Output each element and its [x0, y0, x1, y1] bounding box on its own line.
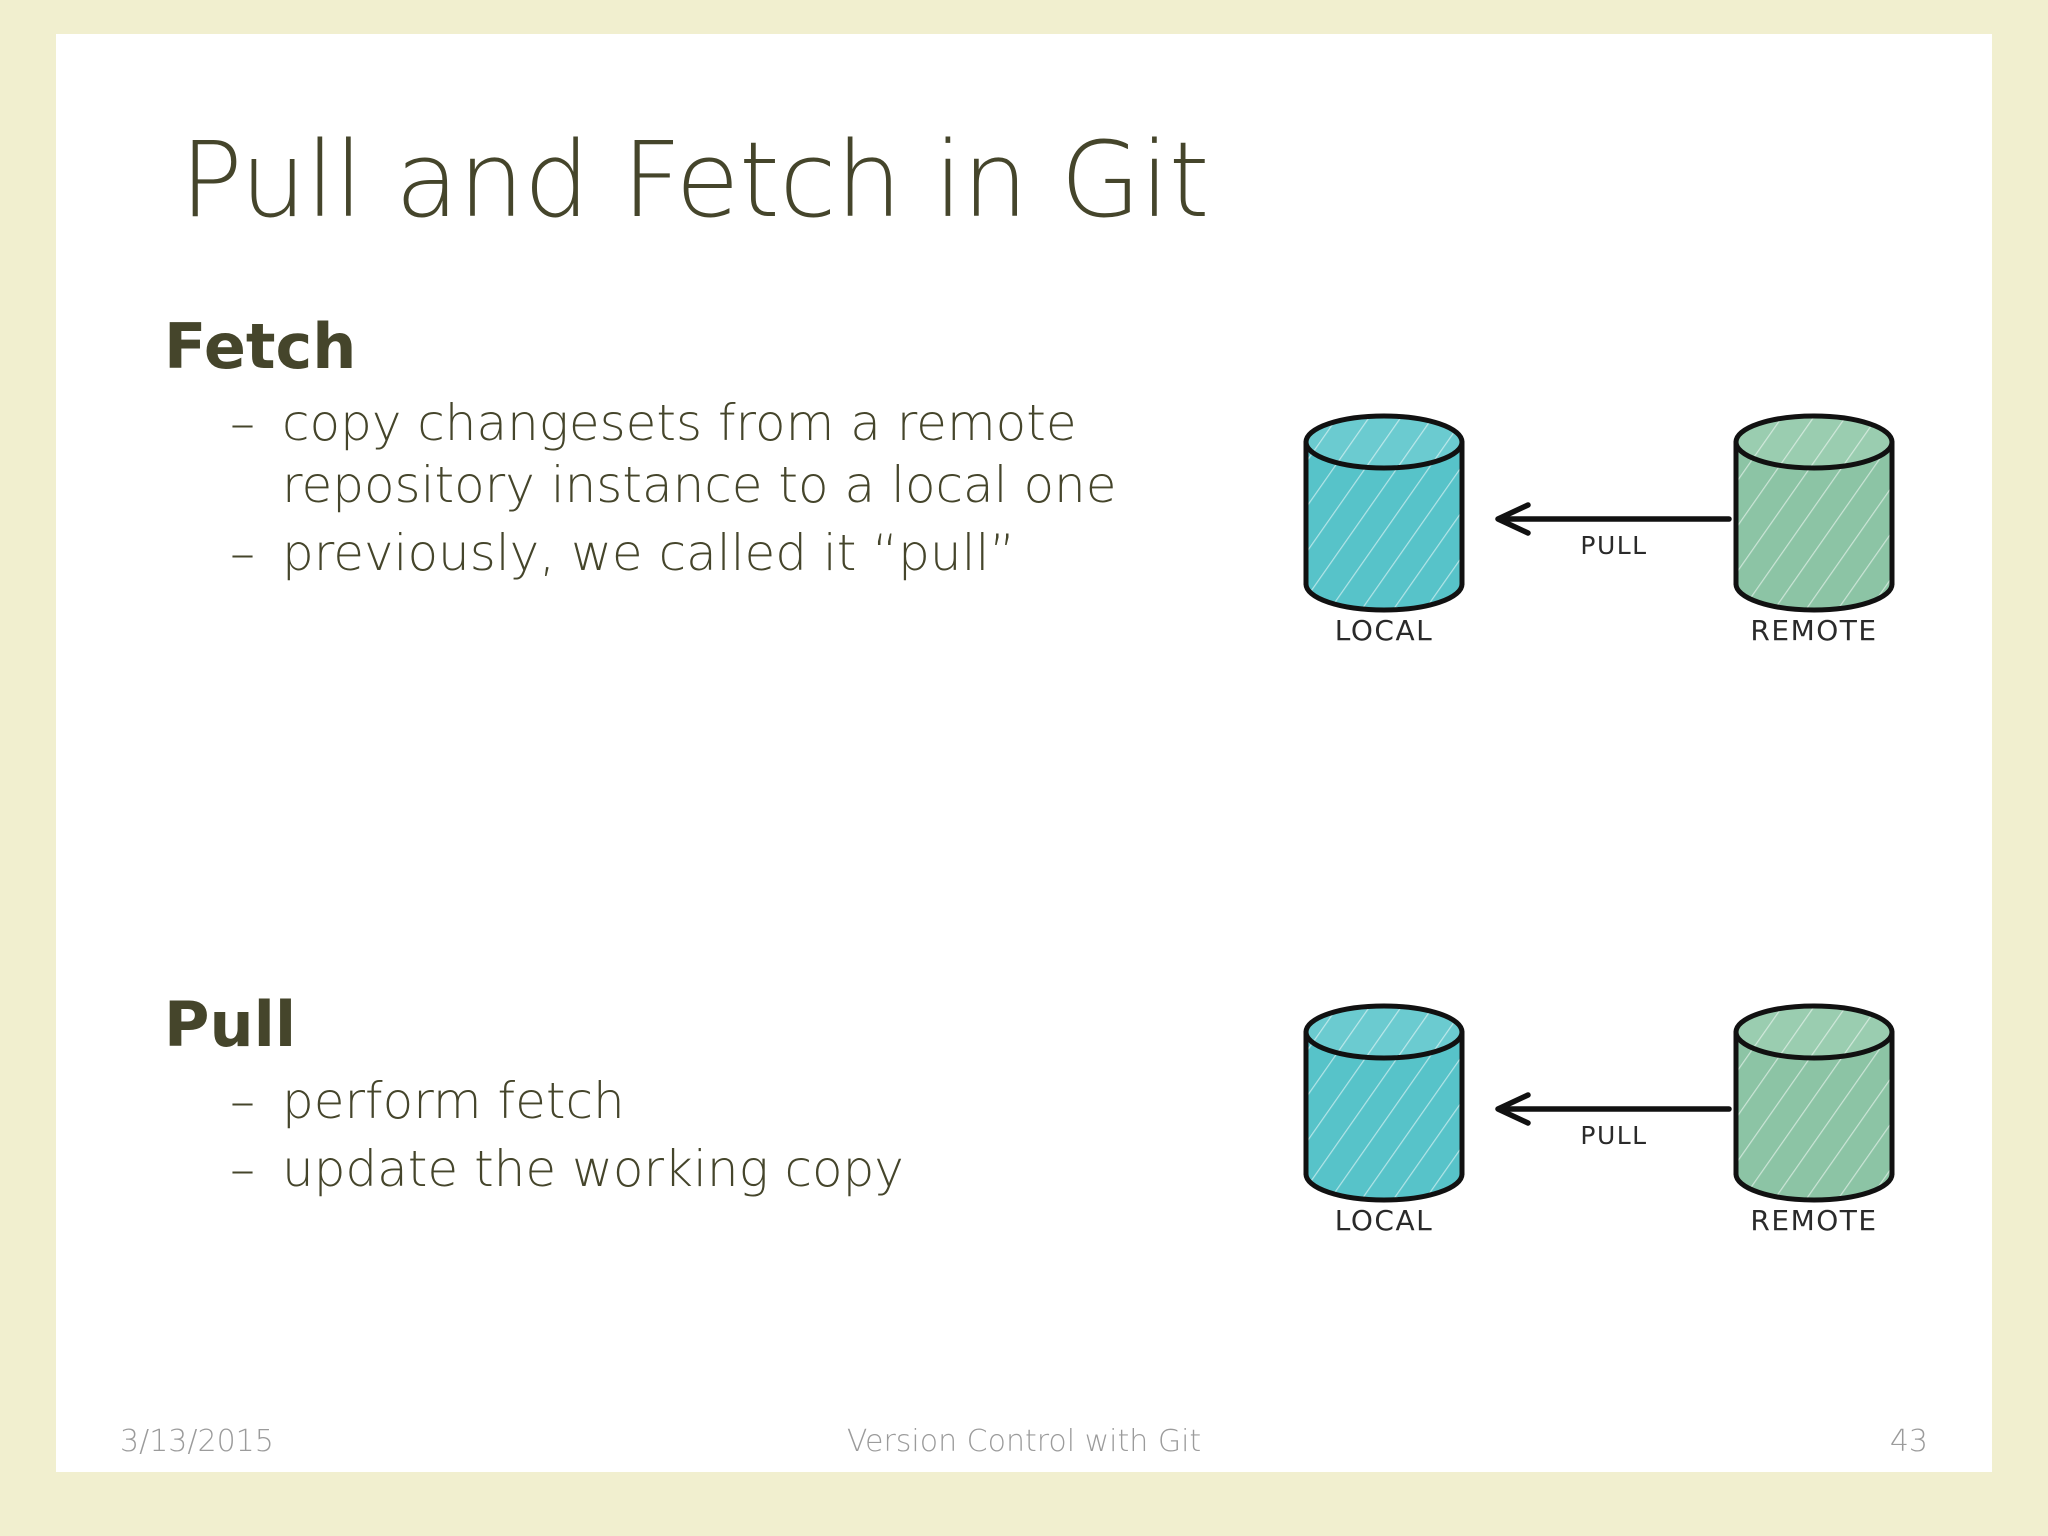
- pull-arrow-icon: [1495, 502, 1732, 536]
- list-item-text: update the working copy: [282, 1140, 904, 1198]
- remote-cylinder-label: REMOTE: [1750, 614, 1877, 647]
- local-cylinder-label: LOCAL: [1335, 614, 1433, 647]
- list-item-text: previously, we called it “pull”: [282, 524, 1016, 582]
- bullet-list-fetch: – copy changesets from a remote reposito…: [160, 392, 1220, 584]
- footer-title: Version Control with Git: [846, 1424, 1202, 1459]
- list-item: – copy changesets from a remote reposito…: [160, 392, 1220, 516]
- local-cylinder-shape: [1303, 1003, 1465, 1203]
- arrow-label-pull: PULL: [1580, 531, 1647, 560]
- bullet-dash-icon: –: [230, 394, 255, 452]
- pull-arrow-icon: [1495, 1092, 1732, 1126]
- remote-cylinder-label: REMOTE: [1750, 1204, 1877, 1237]
- page-title: Pull and Fetch in Git: [180, 119, 1210, 241]
- section-pull: Pull – perform fetch – update the workin…: [160, 994, 1220, 1206]
- footer-date: 3/13/2015: [120, 1424, 274, 1459]
- bullet-dash-icon: –: [230, 1072, 255, 1130]
- footer-page-number: 43: [1889, 1424, 1928, 1459]
- remote-cylinder-shape: [1733, 1003, 1895, 1203]
- list-item-text: copy changesets from a remote repository…: [282, 394, 1117, 514]
- bullet-dash-icon: –: [230, 524, 255, 582]
- arrow-label-pull: PULL: [1580, 1121, 1647, 1150]
- section-heading-pull: Pull: [164, 988, 297, 1061]
- content-body: Fetch – copy changesets from a remote re…: [160, 316, 1220, 590]
- bullet-dash-icon: –: [230, 1140, 255, 1198]
- list-item: – update the working copy: [160, 1138, 1220, 1200]
- list-item: – previously, we called it “pull”: [160, 522, 1220, 584]
- pull-diagram: PULL LOCAL REMOTE: [1284, 992, 1944, 1272]
- bullet-list-pull: – perform fetch – update the working cop…: [160, 1070, 1220, 1200]
- section-fetch: Fetch – copy changesets from a remote re…: [160, 316, 1220, 584]
- fetch-diagram: PULL LOCAL REMOTE: [1284, 402, 1944, 682]
- list-item: – perform fetch: [160, 1070, 1220, 1132]
- section-heading-fetch: Fetch: [164, 310, 357, 383]
- remote-cylinder-shape: [1733, 413, 1895, 613]
- slide-footer: 3/13/2015 Version Control with Git 43: [56, 1418, 1992, 1478]
- local-cylinder-label: LOCAL: [1335, 1204, 1433, 1237]
- list-item-text: perform fetch: [282, 1072, 625, 1130]
- slide-canvas: Pull and Fetch in Git Fetch – copy chang…: [56, 34, 1992, 1472]
- local-cylinder-shape: [1303, 413, 1465, 613]
